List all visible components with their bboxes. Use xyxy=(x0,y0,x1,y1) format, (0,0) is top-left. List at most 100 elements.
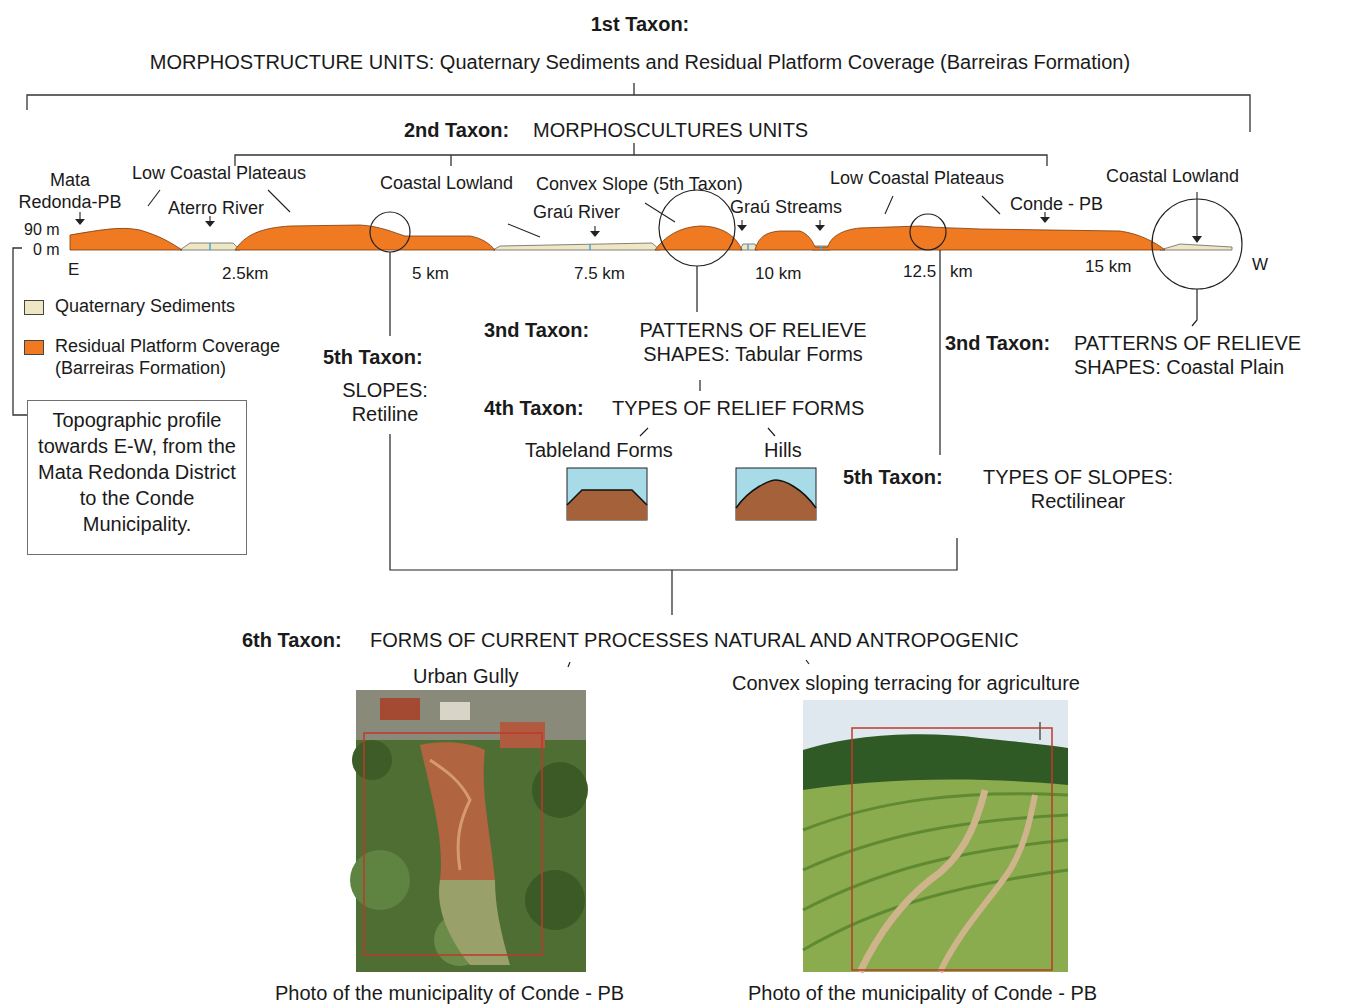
text-label: FORMS OF CURRENT PROCESSES NATURAL AND A… xyxy=(370,628,1019,652)
terrace-photo xyxy=(1039,722,1041,740)
text-label: TYPES OF RELIEF FORMS xyxy=(612,396,864,420)
taxon-circles xyxy=(370,212,410,252)
profile-barreiras xyxy=(655,226,742,250)
leader-lines xyxy=(737,225,747,231)
text-label: Graú Streams xyxy=(730,197,842,219)
leader-lines xyxy=(75,190,1202,243)
hill-icon xyxy=(736,468,816,520)
profile-barreiras xyxy=(755,226,1165,250)
profile-sediments xyxy=(493,243,660,250)
gully-photo xyxy=(430,760,470,870)
leader-lines xyxy=(1040,217,1050,223)
text-label: 0 m xyxy=(33,240,60,260)
terrace-photo xyxy=(940,795,1035,972)
gully-photo xyxy=(352,740,392,780)
text-label: 2.5km xyxy=(222,264,268,285)
text-label: SLOPES: Retiline xyxy=(330,378,440,427)
legend-swatch xyxy=(24,300,44,315)
text-label: Aterro River xyxy=(168,198,264,220)
legend-text: Residual Platform Coverage (Barreiras Fo… xyxy=(55,336,300,380)
gully-photo xyxy=(364,733,542,955)
text-label: Low Coastal Plateaus xyxy=(132,163,306,185)
text-label: MORPHOSCULTURES UNITS xyxy=(533,118,808,142)
text-label: 12.5 xyxy=(903,262,936,283)
hill-icon xyxy=(736,480,816,520)
taxon-heading: 3nd Taxon: xyxy=(945,331,1050,355)
text-label: Coastal Lowland xyxy=(380,173,513,195)
gully-photo xyxy=(500,722,545,748)
taxon-heading: 2nd Taxon: xyxy=(404,118,509,142)
taxon-heading: 4th Taxon: xyxy=(484,396,584,420)
terrace-photo xyxy=(860,790,985,972)
text-label: Mata Redonda-PB xyxy=(14,170,126,214)
taxon-heading: 1st Taxon: xyxy=(591,12,690,36)
leader-lines xyxy=(148,190,1000,237)
note-text: Topographic profile towards E-W, from th… xyxy=(34,407,240,537)
text-label: Photo of the municipality of Conde - PB xyxy=(275,981,624,1005)
connector-lines xyxy=(939,250,940,455)
connector-lines xyxy=(390,252,957,615)
taxon-circles xyxy=(659,190,735,266)
text-label: Coastal Lowland xyxy=(1106,166,1239,188)
text-label: Convex Slope (5th Taxon) xyxy=(536,174,743,196)
terrace-photo xyxy=(803,700,1068,972)
text-label: 90 m xyxy=(24,220,60,240)
text-label: 15 km xyxy=(1085,257,1131,278)
profile-sediments xyxy=(1160,244,1232,250)
taxon-bracket xyxy=(13,83,1250,415)
text-label: Low Coastal Plateaus xyxy=(830,168,1004,190)
taxon-heading: 5th Taxon: xyxy=(323,345,423,369)
hill-icon xyxy=(736,468,816,520)
text-label: Conde - PB xyxy=(1010,194,1103,216)
text-label: W xyxy=(1252,255,1268,276)
terrace-photo xyxy=(803,780,1068,972)
connector-lines xyxy=(1192,289,1197,326)
leader-lines xyxy=(79,212,80,220)
tableland-icon xyxy=(567,490,647,520)
legend-text: Quaternary Sediments xyxy=(55,296,235,318)
text-label: TYPES OF SLOPES: Rectilinear xyxy=(962,465,1194,514)
hill-icon xyxy=(736,480,816,508)
connector-lines xyxy=(390,250,1197,667)
text-label: Convex sloping terracing for agriculture xyxy=(732,671,1080,695)
text-label: Tableland Forms xyxy=(525,438,673,462)
terrace-photo xyxy=(803,700,1068,972)
taxon-bracket xyxy=(235,143,1047,166)
taxon-heading: 3nd Taxon: xyxy=(484,318,589,342)
text-label: E xyxy=(68,260,79,281)
gully-photo xyxy=(532,762,588,818)
text-label: MORPHOSTRUCTURE UNITS: Quaternary Sedime… xyxy=(150,50,1130,74)
text-label: PATTERNS OF RELIEVE SHAPES: Coastal Plai… xyxy=(1074,331,1350,380)
legend-swatch xyxy=(24,340,44,355)
terrace-photo xyxy=(852,728,1052,970)
profile-barreiras xyxy=(70,228,182,250)
gully-photo xyxy=(525,870,585,930)
text-label: km xyxy=(950,262,973,283)
taxon-heading: 5th Taxon: xyxy=(843,465,943,489)
leader-lines xyxy=(1192,236,1202,243)
taxon-circles xyxy=(910,214,946,250)
profile-barreiras xyxy=(70,225,1165,250)
text-label: Photo of the municipality of Conde - PB xyxy=(748,981,1097,1005)
gully-photo xyxy=(439,880,510,965)
leader-lines xyxy=(590,231,600,237)
gully-photo xyxy=(350,850,410,910)
taxon-bracket xyxy=(13,248,27,415)
tableland-icon xyxy=(567,468,647,520)
leader-lines xyxy=(205,221,215,227)
taxon-heading: 6th Taxon: xyxy=(242,628,342,652)
gully-photo xyxy=(420,742,495,888)
tableland-icon xyxy=(567,468,647,520)
text-label: PATTERNS OF RELIEVE SHAPES: Tabular Form… xyxy=(612,318,894,367)
taxon-circles xyxy=(370,190,1242,289)
text-label: 5 km xyxy=(412,264,449,285)
gully-photo xyxy=(380,698,420,720)
leader-lines xyxy=(815,225,825,231)
gully-photo xyxy=(350,690,588,972)
text-label: Urban Gully xyxy=(413,664,519,688)
profile-barreiras xyxy=(235,225,495,250)
gully-photo xyxy=(356,690,586,972)
gully-photo xyxy=(440,702,470,720)
leader-lines xyxy=(75,219,85,225)
